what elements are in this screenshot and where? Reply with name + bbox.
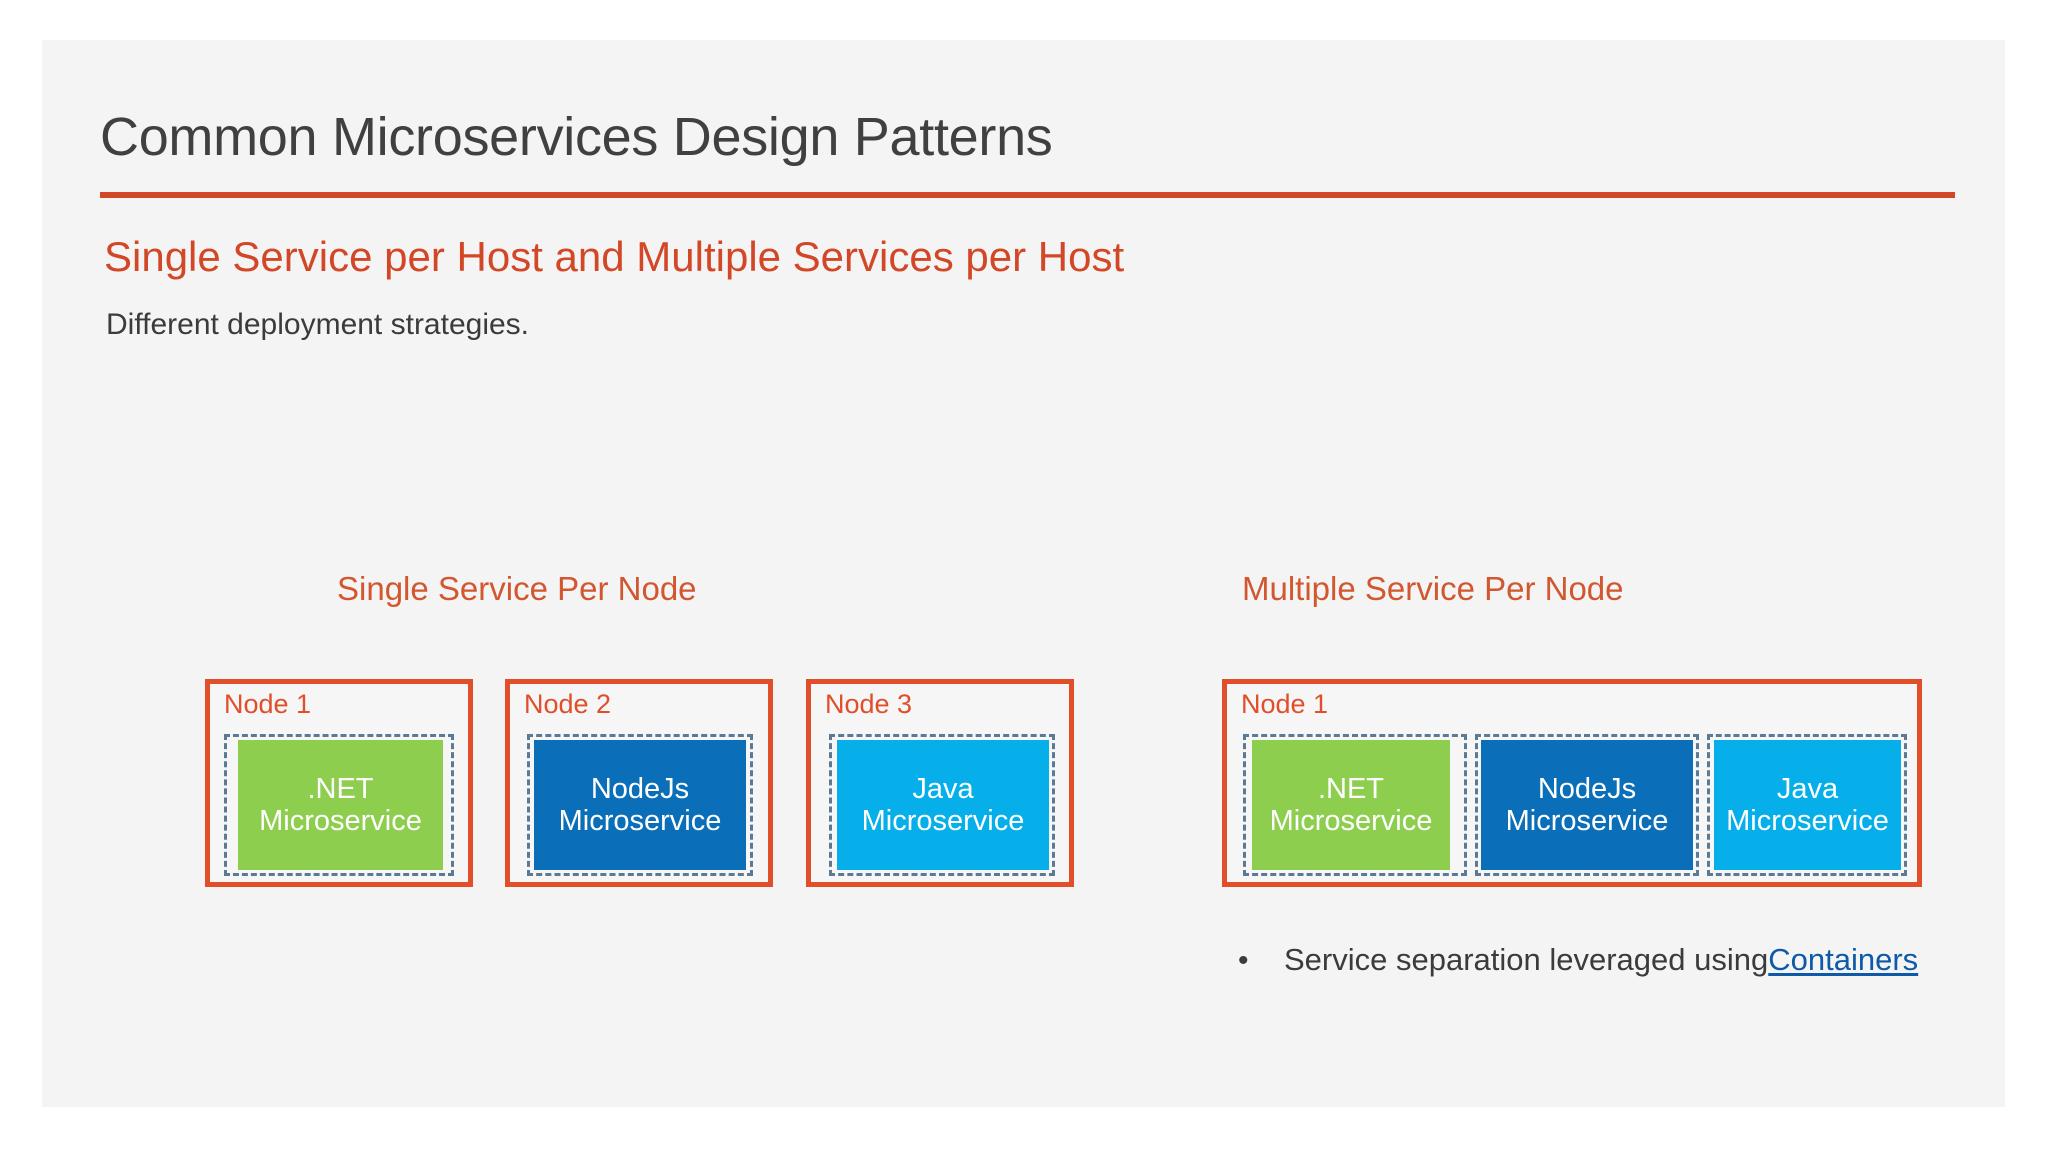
slide-canvas: Common Microservices Design Patterns Sin… <box>42 40 2005 1107</box>
bullet-list-item: • Service separation leveraged using Con… <box>1238 942 1918 978</box>
node-label: Node 2 <box>524 689 612 719</box>
node-label: Node 1 <box>1241 689 1329 719</box>
containers-link[interactable]: Containers <box>1768 942 1919 977</box>
service-box-java: Java Microservice <box>837 740 1049 870</box>
service-box-dotnet: .NET Microservice <box>1252 740 1450 870</box>
service-box-nodejs: NodeJs Microservice <box>534 740 746 870</box>
container-boundary <box>1475 734 1699 876</box>
service-box-dotnet: .NET Microservice <box>238 740 443 870</box>
node-box-1: Node 1 .NET Microservice <box>205 679 473 887</box>
container-boundary <box>1243 734 1467 876</box>
container-boundary <box>1707 734 1907 876</box>
node-label: Node 1 <box>224 689 312 719</box>
page-title: Common Microservices Design Patterns <box>100 107 1053 167</box>
service-box-java: Java Microservice <box>1714 740 1901 870</box>
node-box-3: Node 3 Java Microservice <box>806 679 1074 887</box>
section-subtitle: Single Service per Host and Multiple Ser… <box>104 233 1125 280</box>
node-box-2: Node 2 NodeJs Microservice <box>505 679 773 887</box>
node-label: Node 3 <box>825 689 913 719</box>
column-caption-multiple-service: Multiple Service Per Node <box>1242 570 1624 607</box>
container-boundary <box>527 734 753 876</box>
container-boundary <box>224 734 454 876</box>
column-caption-single-service: Single Service Per Node <box>337 570 697 607</box>
bullet-marker-icon: • <box>1238 944 1249 977</box>
node-box-multi: Node 1 .NET Microservice NodeJs Microser… <box>1222 679 1922 887</box>
bullet-text: Service separation leveraged using <box>1284 942 1769 977</box>
section-lead-text: Different deployment strategies. <box>106 308 530 341</box>
title-divider <box>100 192 1955 198</box>
container-boundary <box>829 734 1055 876</box>
service-box-nodejs: NodeJs Microservice <box>1481 740 1693 870</box>
